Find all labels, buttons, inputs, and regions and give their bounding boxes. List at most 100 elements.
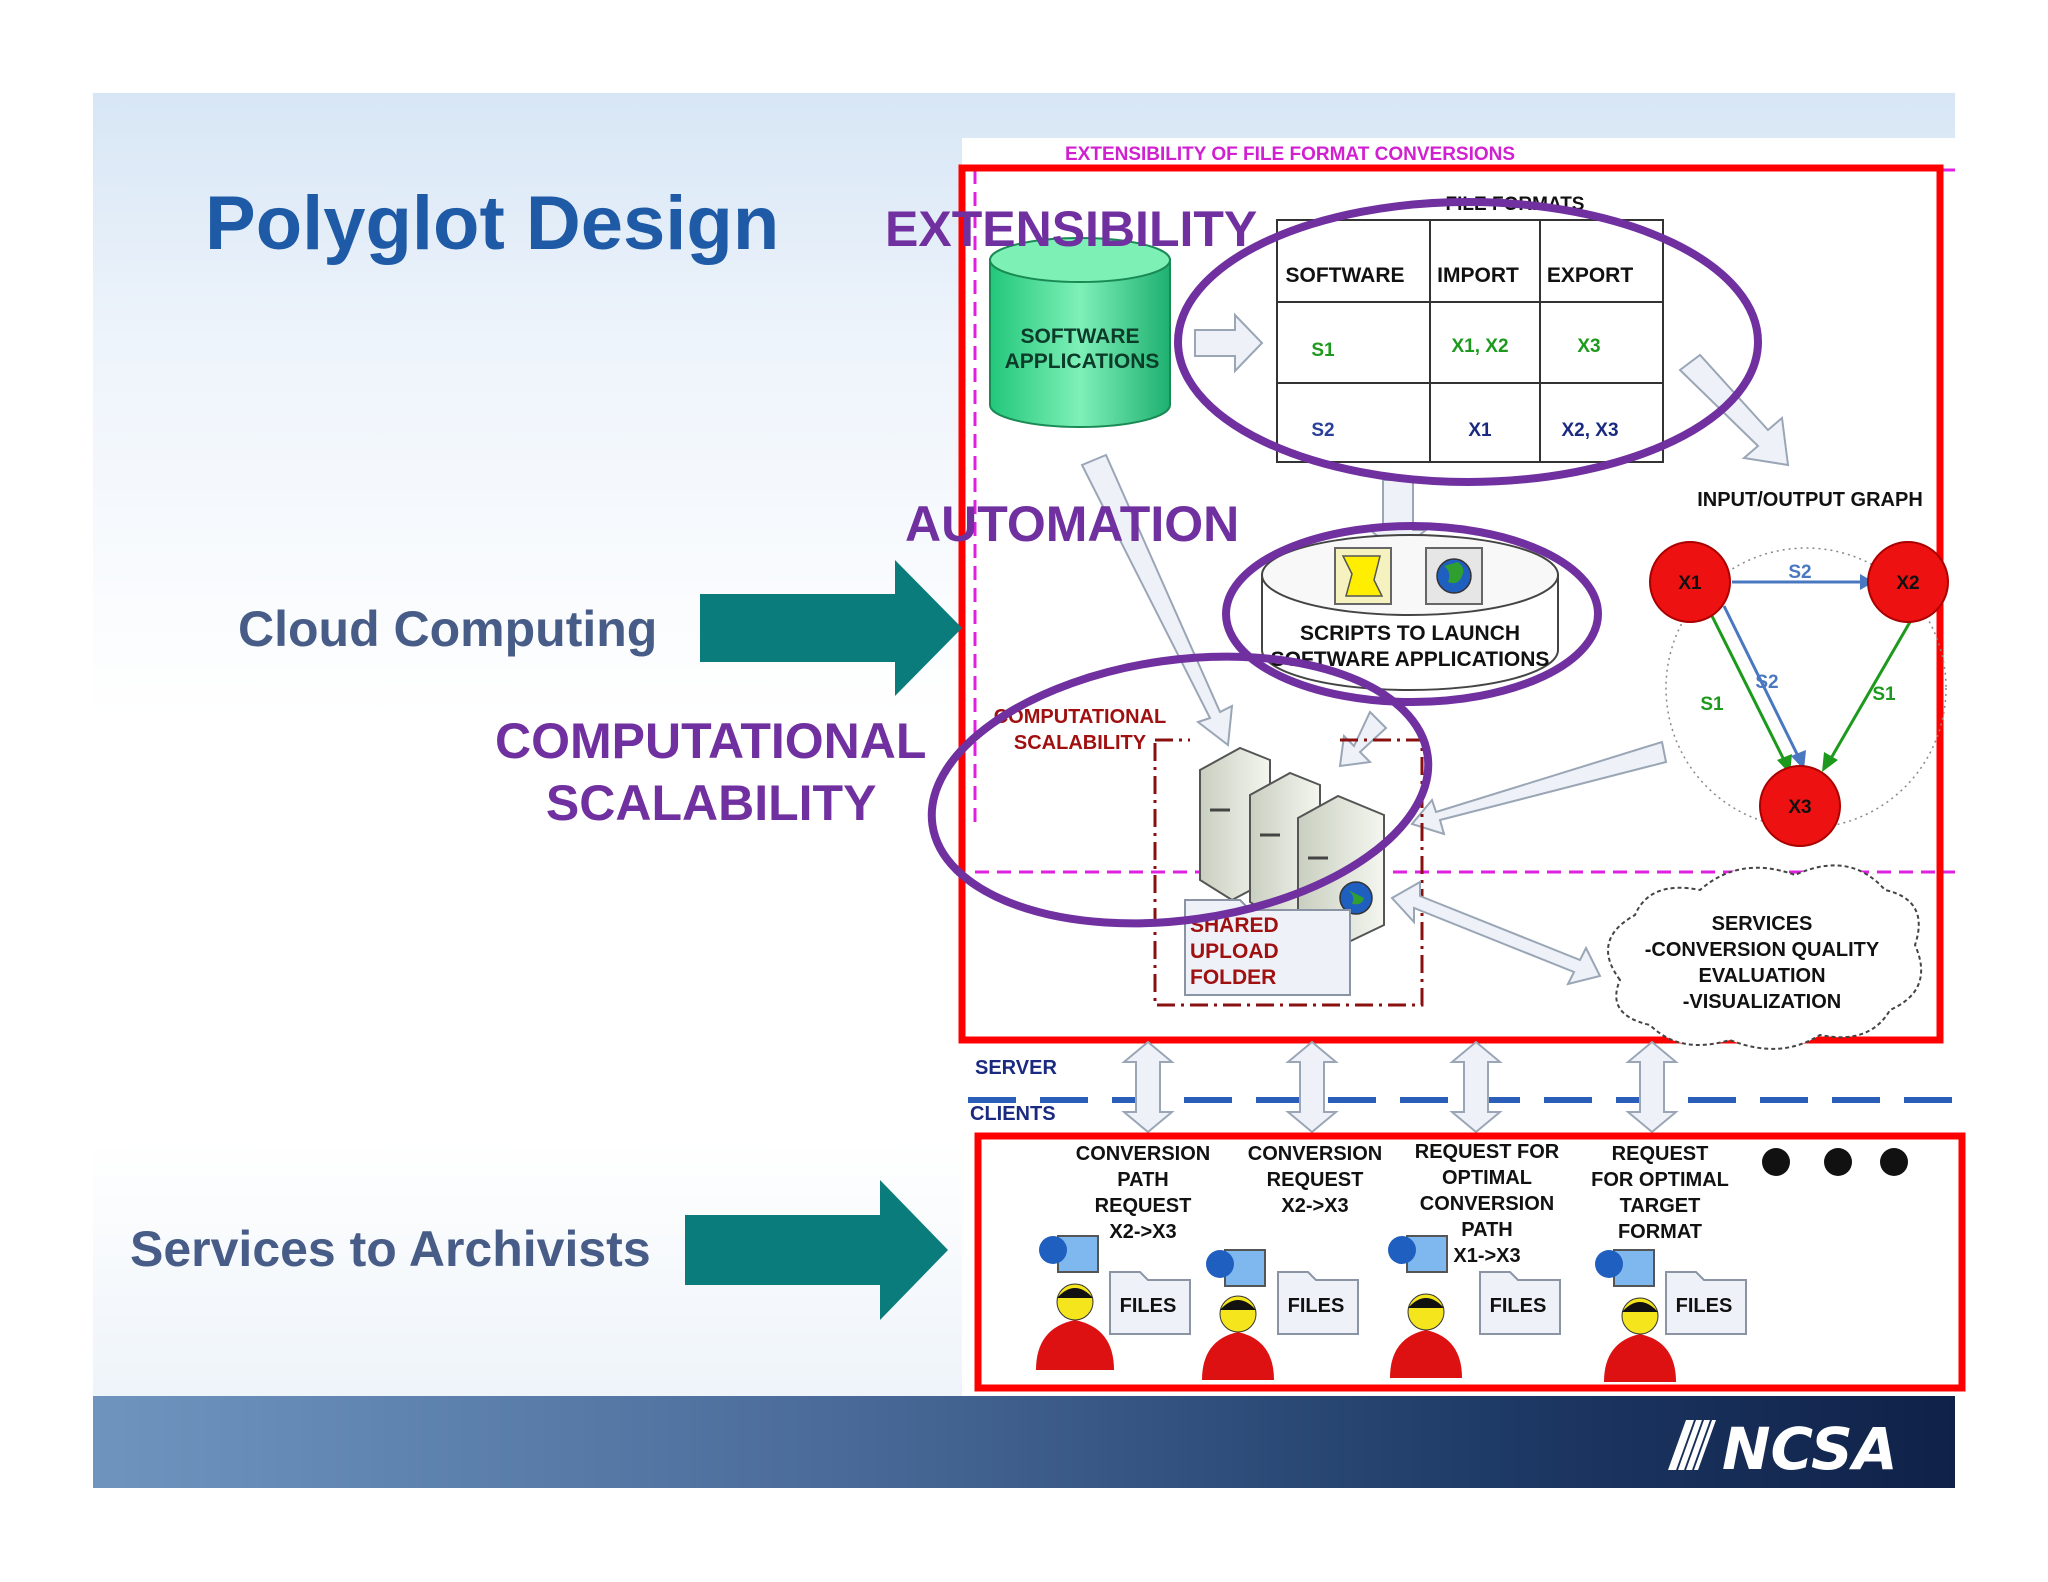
svg-text:REQUEST: REQUEST [1612, 1143, 1709, 1165]
ellipsis-dot-2 [1824, 1148, 1852, 1176]
files-folder-icon [1479, 1271, 1561, 1335]
svg-text:FOR OPTIMAL: FOR OPTIMAL [1591, 1169, 1729, 1191]
table-cell-s1-export: X3 [1577, 336, 1600, 357]
table-cell-s2-import: X1 [1468, 420, 1492, 441]
svg-text:REQUEST FOR: REQUEST FOR [1415, 1141, 1560, 1163]
client-1: CONVERSION PATH REQUEST X2->X3 FILES [1036, 1143, 1210, 1370]
page-title: Polyglot Design [205, 181, 780, 266]
svg-text:OPTIMAL: OPTIMAL [1442, 1167, 1532, 1189]
client-server-arrows [1121, 1040, 1679, 1134]
svg-text:TARGET: TARGET [1620, 1195, 1701, 1217]
ellipsis-dot-1 [1762, 1148, 1790, 1176]
svg-text:PATH: PATH [1117, 1169, 1168, 1191]
table-header-import: IMPORT [1437, 264, 1519, 287]
svg-text:FILES: FILES [1288, 1295, 1345, 1317]
svg-text:CONVERSION: CONVERSION [1076, 1143, 1210, 1165]
svg-text:X3: X3 [1788, 797, 1811, 818]
svg-text:CONVERSION: CONVERSION [1420, 1193, 1554, 1215]
svg-text:X2->X3: X2->X3 [1281, 1195, 1348, 1217]
svg-text:SERVICES: SERVICES [1712, 913, 1813, 935]
clients-label: CLIENTS [970, 1103, 1056, 1125]
svg-text:-CONVERSION QUALITY: -CONVERSION QUALITY [1645, 939, 1880, 961]
svg-text:FILES: FILES [1676, 1295, 1733, 1317]
files-folder-icon [1277, 1271, 1359, 1335]
scalability-ellipse [927, 652, 1433, 928]
shared-upload-folder: SHARED UPLOAD FOLDER [1184, 899, 1351, 996]
input-output-graph: INPUT/OUTPUT GRAPH X1 X2 X3 S2 S1 S2 S1 [1649, 489, 1949, 847]
graph-node-x2 [1867, 541, 1949, 623]
scripts-cylinder: SCRIPTS TO LAUNCH SOFTWARE APPLICATIONS [1261, 534, 1559, 691]
files-folder-icon [1109, 1271, 1191, 1335]
scripts-label-1: SCRIPTS TO LAUNCH [1300, 622, 1520, 645]
automation-ellipse [1222, 522, 1602, 706]
client-3: REQUEST FOR OPTIMAL CONVERSION PATH X1->… [1388, 1141, 1561, 1378]
client-2: CONVERSION REQUEST X2->X3 FILES [1202, 1143, 1382, 1380]
graph-node-x1 [1649, 541, 1731, 623]
clients-red-box [974, 1132, 1966, 1392]
arrow-table-to-graph [1678, 353, 1790, 467]
io-graph-title: INPUT/OUTPUT GRAPH [1697, 489, 1923, 511]
user-icon [1390, 1330, 1462, 1378]
svg-text:UPLOAD: UPLOAD [1190, 940, 1279, 963]
table-header-software: SOFTWARE [1286, 264, 1405, 287]
edge-label-s2-top: S2 [1788, 562, 1811, 583]
user-icon [1202, 1332, 1274, 1380]
graph-node-x3 [1759, 765, 1841, 847]
svg-text:X1: X1 [1678, 573, 1702, 594]
svg-text:-VISUALIZATION: -VISUALIZATION [1683, 991, 1842, 1013]
table-cell-s1-import: X1, X2 [1451, 336, 1508, 357]
svg-text:FOLDER: FOLDER [1190, 966, 1276, 989]
software-apps-label-1: SOFTWARE [1021, 325, 1140, 348]
software-apps-label-2: APPLICATIONS [1005, 350, 1160, 373]
ellipsis-dot-3 [1880, 1148, 1908, 1176]
edge-label-s2-mid: S2 [1755, 672, 1778, 693]
extensibility-label: EXTENSIBILITY [885, 201, 1258, 257]
computational-label-line2: SCALABILITY [545, 775, 877, 831]
archivists-arrow [685, 1180, 948, 1320]
user-icon [1604, 1334, 1676, 1382]
files-folder-icon [1665, 1271, 1747, 1335]
svg-text:REQUEST: REQUEST [1095, 1195, 1192, 1217]
comp-scal-label-1: COMPUTATIONAL [994, 706, 1167, 728]
computational-label-line1: COMPUTATIONAL [495, 713, 927, 769]
svg-text:X2->X3: X2->X3 [1109, 1221, 1176, 1243]
computational-scalability-box: COMPUTATIONAL SCALABILITY SHARED UPLOAD … [994, 706, 1424, 1007]
svg-text:PATH: PATH [1461, 1219, 1512, 1241]
client-4: REQUEST FOR OPTIMAL TARGET FORMAT FILES [1591, 1143, 1747, 1382]
software-applications-cylinder: SOFTWARE APPLICATIONS [989, 237, 1171, 428]
cloud-computing-arrow [700, 560, 962, 696]
services-to-archivists-label: Services to Archivists [130, 1221, 651, 1277]
svg-text:EVALUATION: EVALUATION [1698, 965, 1825, 987]
diagram-banner: EXTENSIBILITY OF FILE FORMAT CONVERSIONS [1065, 144, 1515, 165]
edge-label-s1-right: S1 [1872, 684, 1896, 705]
table-cell-s1: S1 [1311, 340, 1335, 361]
svg-text:X2: X2 [1896, 573, 1919, 594]
table-header-export: EXPORT [1547, 264, 1634, 287]
svg-text:CONVERSION: CONVERSION [1248, 1143, 1382, 1165]
svg-text:FILES: FILES [1490, 1295, 1547, 1317]
arrow-server-to-services [1390, 880, 1602, 986]
extensibility-ellipse [1174, 198, 1762, 486]
table-cell-s2: S2 [1311, 420, 1334, 441]
arrow-scripts-to-server [1338, 710, 1388, 768]
computational-scalability-label: COMPUTATIONAL SCALABILITY [495, 710, 926, 834]
arrow-apps-to-server [1080, 453, 1234, 747]
footer-bar [93, 1396, 1955, 1488]
svg-text:FILES: FILES [1120, 1295, 1177, 1317]
server-label: SERVER [975, 1057, 1057, 1079]
svg-text:X1->X3: X1->X3 [1453, 1245, 1520, 1267]
arrow-apps-to-table [1194, 312, 1264, 374]
user-icon [1036, 1320, 1114, 1370]
ncsa-logo: NCSA [1668, 1415, 1898, 1476]
table-cell-s2-export: X2, X3 [1561, 420, 1618, 441]
edge-label-s1-left: S1 [1700, 694, 1724, 715]
svg-text:NCSA: NCSA [1722, 1415, 1898, 1476]
services-cloud: SERVICES -CONVERSION QUALITY EVALUATION … [1607, 864, 1923, 1050]
file-formats-table: FILE FORMATS SOFTWARE IMPORT EXPORT S1 X… [1276, 194, 1664, 463]
comp-scal-label-2: SCALABILITY [1014, 732, 1147, 754]
cloud-computing-label: Cloud Computing [238, 601, 658, 657]
svg-text:REQUEST: REQUEST [1267, 1169, 1364, 1191]
svg-text:FORMAT: FORMAT [1618, 1221, 1702, 1243]
scripts-label-2: SOFTWARE APPLICATIONS [1271, 648, 1550, 671]
